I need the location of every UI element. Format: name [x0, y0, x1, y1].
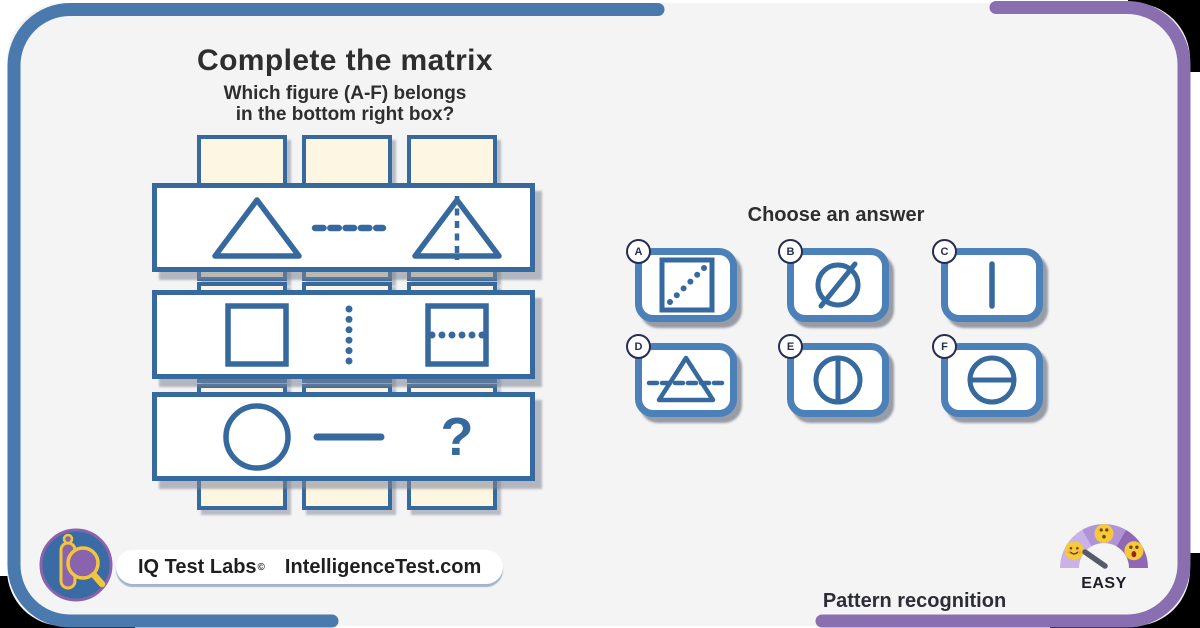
matrix-figure-horizontal-solid-line	[294, 397, 404, 476]
subtitle-line-1: Which figure (A-F) belongs	[223, 83, 467, 104]
copyright-mark: ©	[257, 561, 265, 573]
shocked-hard-face-icon	[1124, 541, 1144, 561]
option-letter-badge: D	[626, 334, 651, 359]
iq-test-labs-logo	[38, 527, 114, 608]
option-letter-badge: B	[778, 239, 803, 264]
logo-iq-icon	[39, 528, 113, 602]
pondering-medium-face-icon	[1094, 524, 1114, 543]
difficulty-label: EASY	[1081, 575, 1127, 592]
vertical-solid-line-icon	[989, 261, 995, 309]
choose-answer-heading: Choose an answer	[747, 204, 925, 226]
circle-diagonal-solid-line-icon	[815, 261, 861, 309]
option-letter-badge: E	[778, 334, 803, 359]
circle-horizontal-solid-line-icon	[967, 355, 1017, 405]
matrix-figure-triangle-vertical-dashed-line	[402, 188, 512, 267]
subtitle-line-2: in the bottom right box?	[235, 103, 455, 125]
answer-option-b[interactable]: B	[778, 239, 889, 322]
matrix-figure-vertical-dotted-line	[294, 295, 404, 374]
triangle-horizontal-dashed-line-icon	[646, 355, 726, 403]
smiley-easy-face-icon	[1064, 541, 1084, 561]
answer-box[interactable]	[787, 248, 889, 322]
matrix-row-1	[152, 183, 535, 272]
answer-box[interactable]	[635, 343, 737, 417]
square-diagonal-dotted-line-icon	[659, 257, 715, 313]
gauge-needle-icon	[1082, 549, 1108, 569]
matrix-row-2	[152, 290, 535, 379]
category-label: Pattern recognition	[822, 590, 1007, 612]
answer-option-d[interactable]: D	[626, 334, 737, 417]
option-letter-badge: F	[932, 334, 957, 359]
circle-vertical-solid-line-icon	[813, 355, 863, 405]
matrix-row-3: ?	[152, 392, 535, 481]
answer-option-c[interactable]: C	[932, 239, 1043, 322]
answer-box[interactable]	[941, 248, 1043, 322]
page-title: Complete the matrix	[197, 44, 493, 77]
answer-box[interactable]	[635, 248, 737, 322]
answer-option-e[interactable]: E	[778, 334, 889, 417]
option-letter-badge: C	[932, 239, 957, 264]
brand-pill: IQ Test Labs© IntelligenceTest.com	[116, 550, 504, 584]
answer-option-a[interactable]: A	[626, 239, 737, 322]
brand-name: IQ Test Labs	[138, 555, 257, 578]
answer-option-f[interactable]: F	[932, 334, 1043, 417]
matrix-figure-horizontal-dashed-line	[294, 188, 404, 267]
difficulty-gauge	[1056, 519, 1152, 576]
matrix-question-mark: ?	[440, 406, 474, 467]
site-link[interactable]: IntelligenceTest.com	[284, 555, 482, 578]
answer-box[interactable]	[787, 343, 889, 417]
option-letter-badge: A	[626, 239, 651, 264]
matrix-figure-square-horizontal-dotted-line	[402, 295, 512, 374]
page-subtitle: Which figure (A-F) belongs in the bottom…	[150, 83, 540, 125]
answer-box[interactable]	[941, 343, 1043, 417]
